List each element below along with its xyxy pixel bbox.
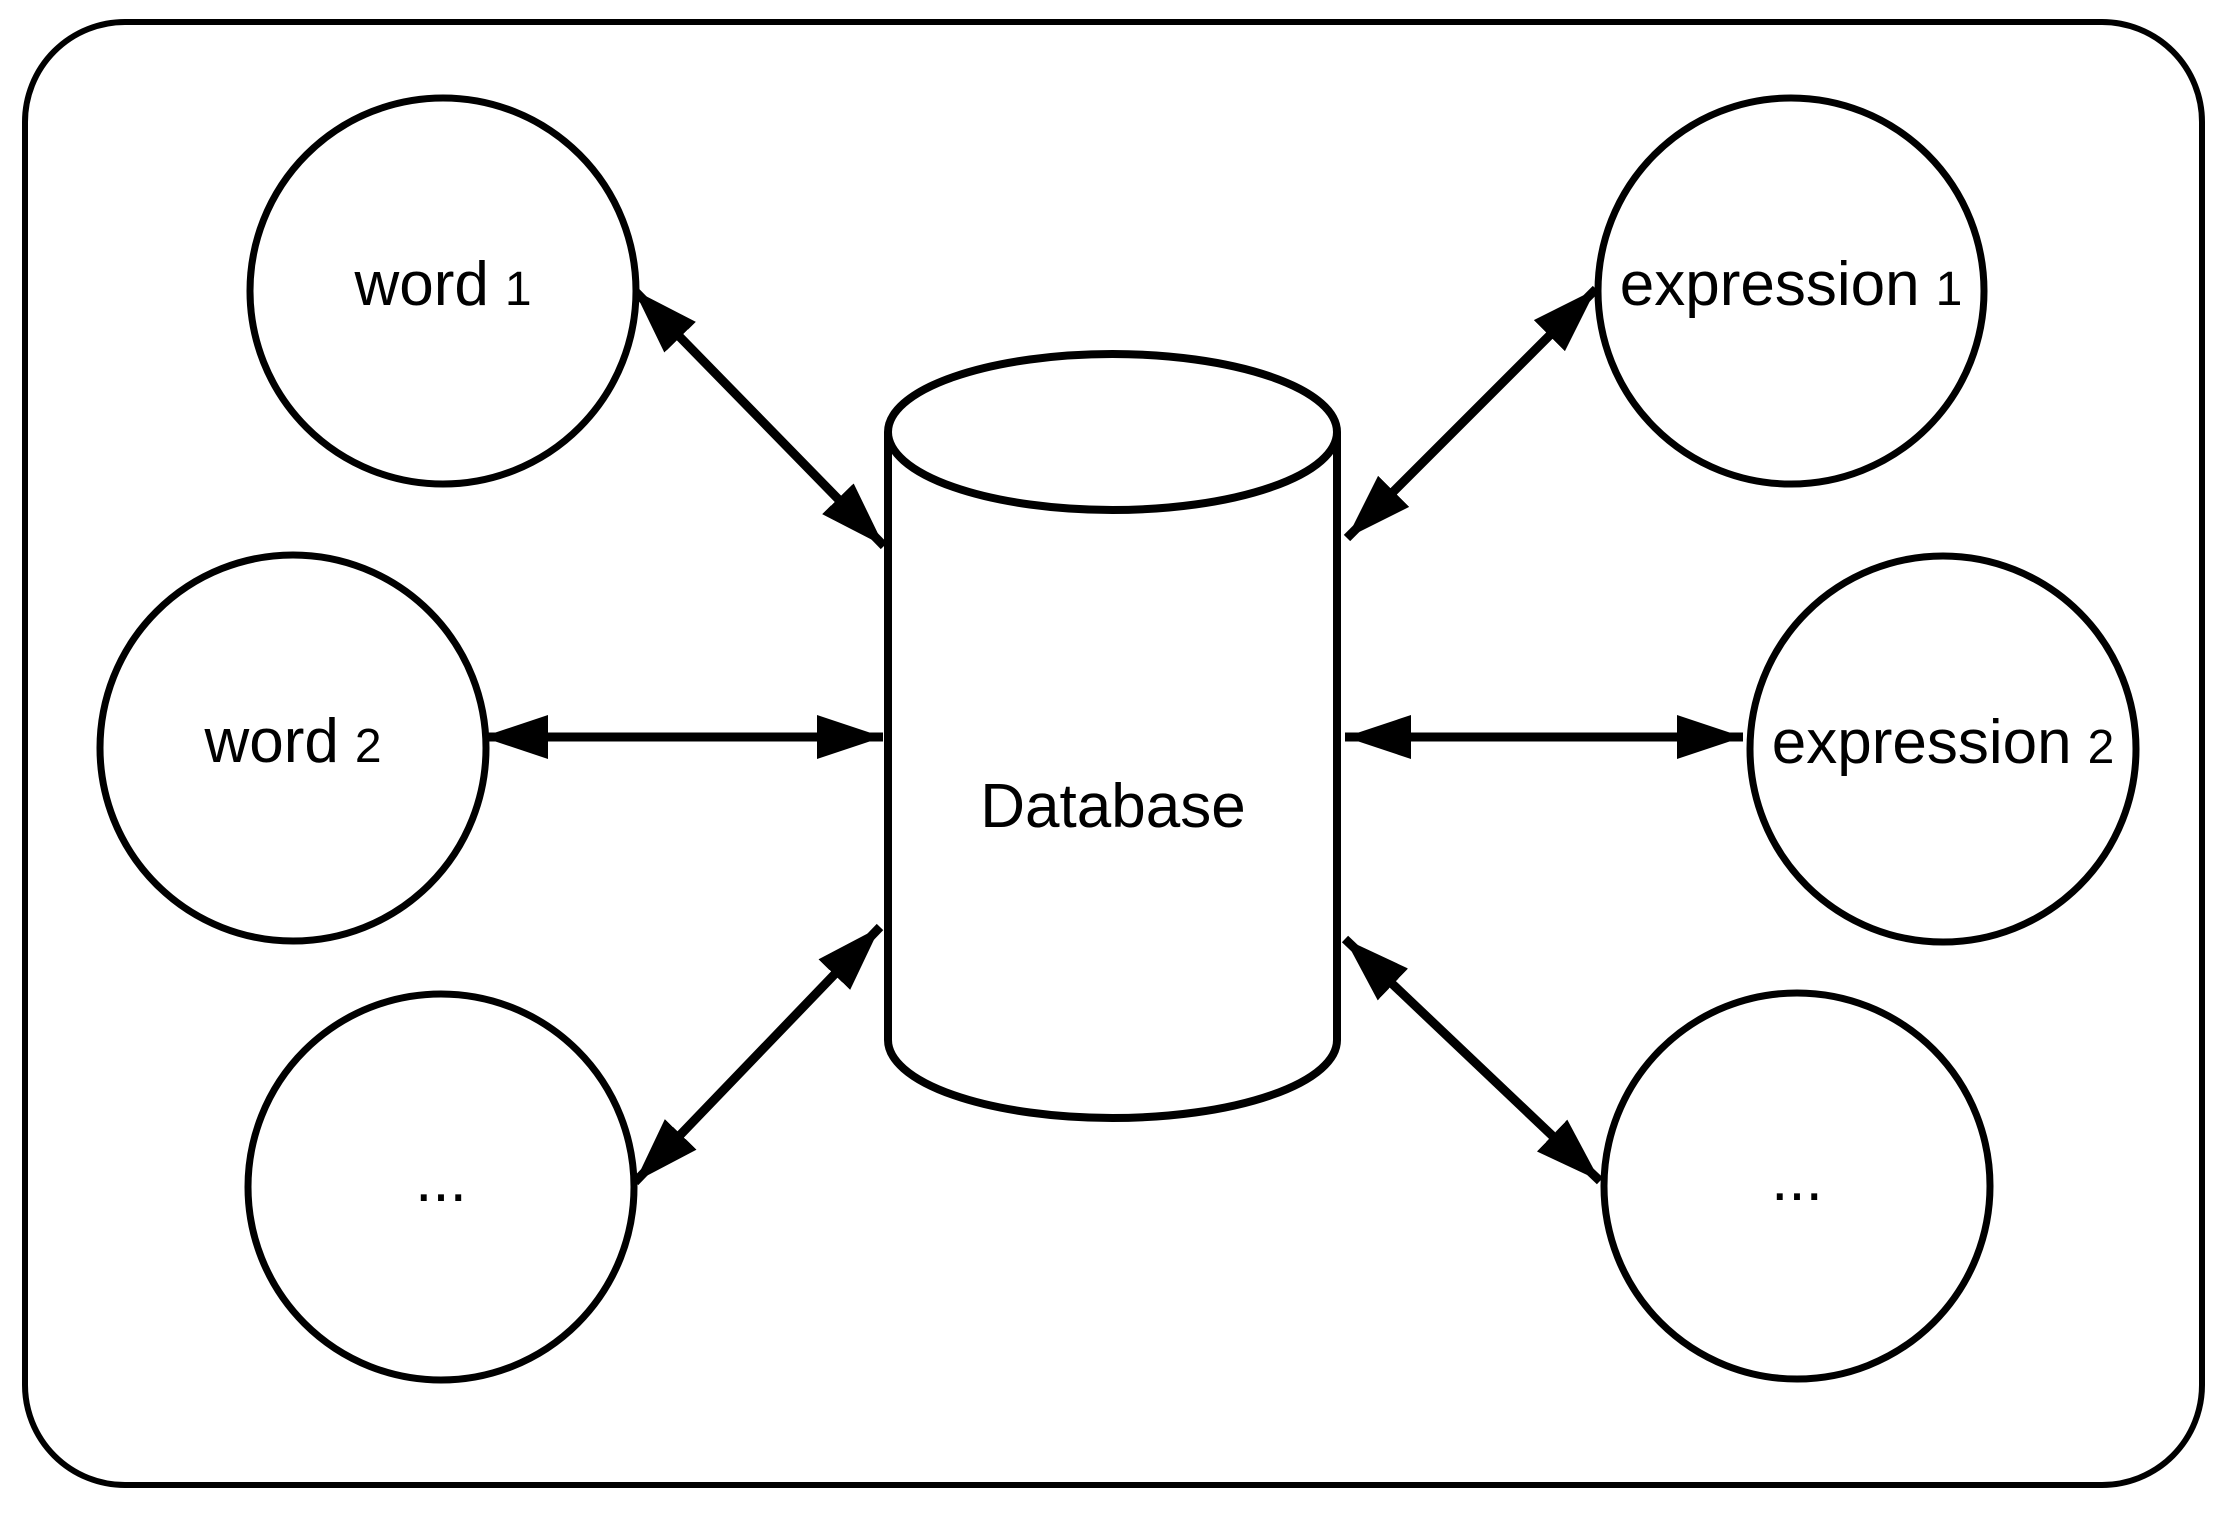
node-expressions-more-label: ...	[1771, 1145, 1823, 1214]
node-word-2-circle	[96, 551, 490, 945]
node-word-1-label: word 1	[353, 250, 531, 319]
node-word-2-label-text: word	[203, 707, 338, 776]
database-node: Database	[884, 350, 1341, 1122]
node-expression-2-label-number: 2	[2088, 721, 2115, 774]
database-label: Database	[980, 772, 1245, 841]
node-words-more: ...	[244, 990, 638, 1384]
arrow-expressions-more-database	[1341, 935, 1604, 1185]
node-expression-1: expression 1	[1594, 94, 1988, 488]
node-expression-1-circle	[1594, 94, 1988, 488]
node-expression-1-label: expression 1	[1620, 250, 1963, 319]
database-cylinder-top	[884, 350, 1341, 514]
node-word-2-label-number: 2	[355, 720, 382, 773]
node-expressions-more-label-text: ...	[1771, 1145, 1823, 1214]
node-word-1: word 1	[246, 94, 640, 488]
node-expressions-more: ...	[1600, 989, 1994, 1383]
connectors	[482, 285, 1743, 1186]
node-word-1-label-text: word	[353, 250, 488, 319]
node-word-2-label: word 2	[203, 707, 381, 776]
database-cylinder-body	[884, 432, 1341, 1122]
node-words-more-label: ...	[415, 1146, 467, 1215]
node-words-more-label-text: ...	[415, 1146, 467, 1215]
node-expression-2-circle	[1746, 552, 2140, 946]
node-word-1-label-number: 1	[505, 263, 532, 316]
node-words-more-circle	[244, 990, 638, 1384]
node-expressions-more-circle	[1600, 989, 1994, 1383]
arrow-expression-1-database	[1343, 285, 1600, 542]
arrow-words-more-database	[631, 923, 884, 1186]
node-expression-2: expression 2	[1746, 552, 2140, 946]
node-expression-2-label-text: expression	[1772, 708, 2072, 777]
node-word-2: word 2	[96, 551, 490, 945]
node-expression-2-label: expression 2	[1772, 708, 2115, 777]
node-word-1-circle	[246, 94, 640, 488]
node-expression-1-label-number: 1	[1936, 263, 1963, 316]
arrow-word-1-database	[630, 286, 888, 550]
node-expression-1-label-text: expression	[1620, 250, 1920, 319]
